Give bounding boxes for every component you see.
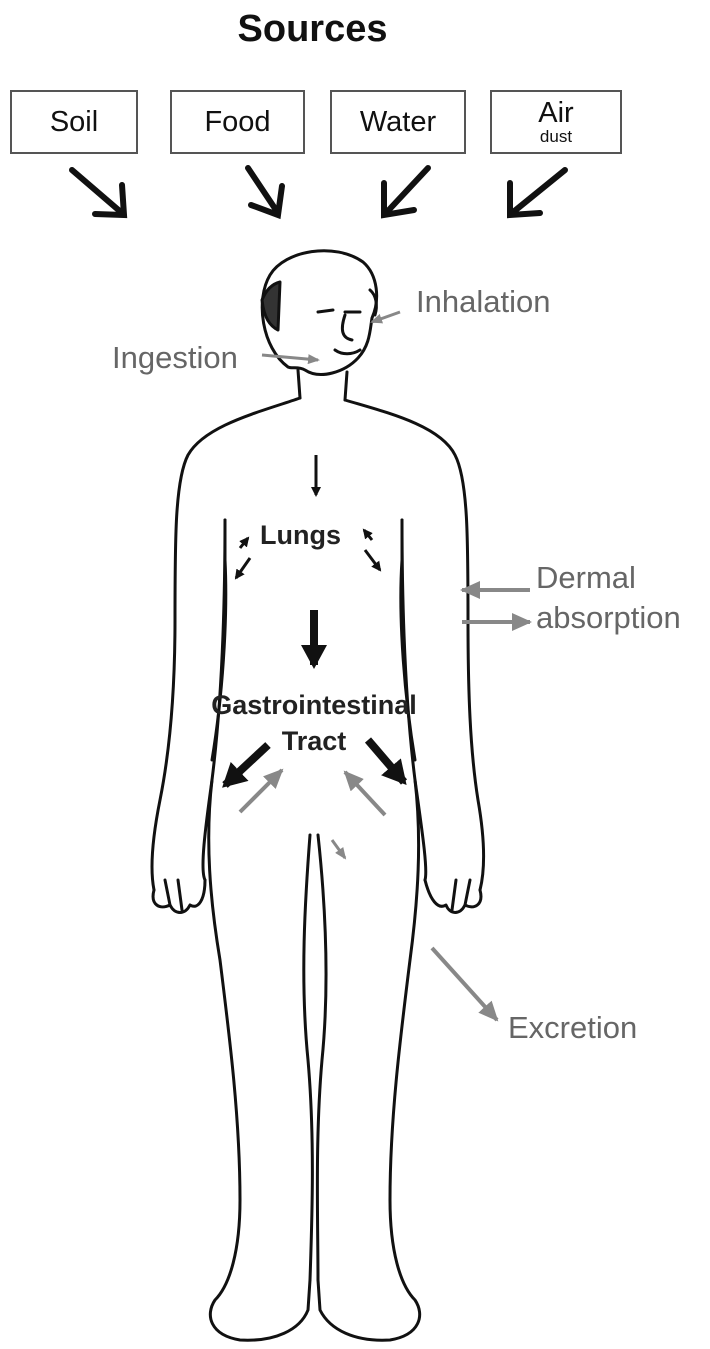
label-tract: Tract bbox=[186, 726, 442, 757]
body-outline bbox=[152, 251, 484, 1340]
label-gastrointestinal: Gastrointestinal bbox=[186, 690, 442, 721]
arrow-lungs-left-down bbox=[236, 558, 250, 578]
label-lungs: Lungs bbox=[260, 520, 341, 551]
arrow-water-down bbox=[384, 168, 428, 215]
label-excretion: Excretion bbox=[508, 1010, 637, 1046]
arrow-to-gi-left bbox=[240, 770, 282, 812]
arrow-lungs-right-down bbox=[365, 550, 380, 570]
label-inhalation: Inhalation bbox=[416, 284, 550, 320]
arrow-excretion bbox=[432, 948, 497, 1020]
arrow-air-down bbox=[510, 170, 565, 215]
label-dermal: Dermal bbox=[536, 560, 636, 596]
arrow-small-lower bbox=[332, 840, 345, 858]
arrow-lungs-left-up bbox=[240, 538, 248, 548]
label-absorption: absorption bbox=[536, 600, 681, 636]
arrow-food-down bbox=[248, 168, 282, 215]
label-ingestion: Ingestion bbox=[112, 340, 238, 376]
arrow-ingestion bbox=[262, 355, 318, 360]
arrow-to-gi-right bbox=[345, 772, 385, 815]
arrow-soil-down bbox=[72, 170, 124, 215]
arrow-lungs-right-up bbox=[364, 530, 372, 540]
